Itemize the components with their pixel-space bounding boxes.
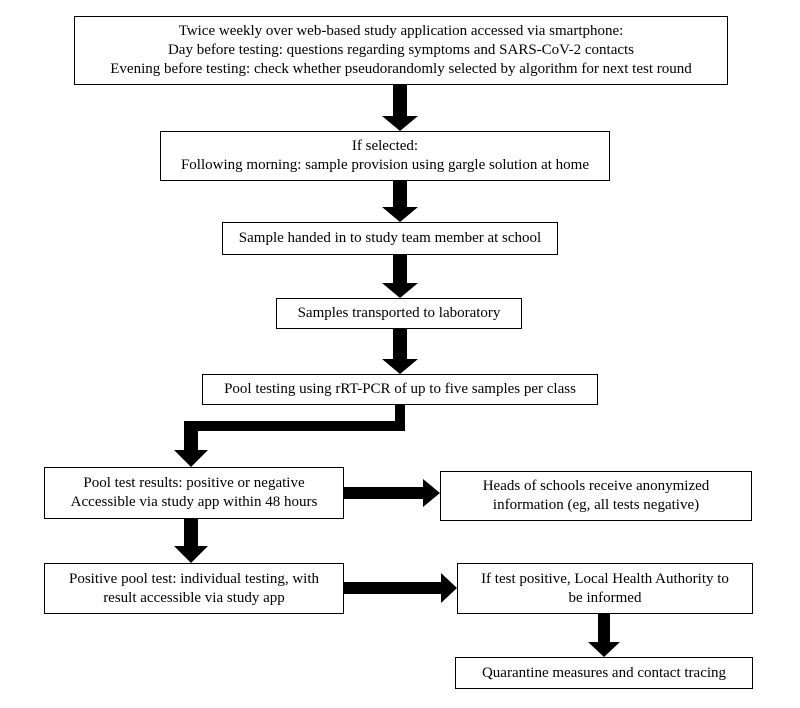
- node-transport: Samples transported to laboratory: [276, 298, 522, 329]
- node-app-line-1: Twice weekly over web-based study applic…: [178, 23, 624, 39]
- node-selected-line-1: If selected:: [351, 138, 419, 154]
- node-health-line-1: If test positive, Local Health Authority…: [481, 570, 729, 587]
- node-health-line-2: be informed: [568, 589, 642, 606]
- node-app: Twice weekly over web-based study applic…: [74, 16, 728, 85]
- node-transport-line-1: Samples transported to laboratory: [297, 305, 501, 321]
- arrow-results-to-heads: [344, 479, 440, 507]
- arrow-positive-to-health: [344, 573, 457, 603]
- node-handed: Sample handed in to study team member at…: [222, 222, 558, 255]
- arrow-results-to-positive: [174, 519, 208, 563]
- node-app-line-3: Evening before testing: check whether ps…: [110, 61, 692, 77]
- arrow-selected-to-handed: [382, 181, 418, 222]
- node-positive: Positive pool test: individual testing, …: [44, 563, 344, 614]
- node-quarantine-line-1: Quarantine measures and contact tracing: [481, 664, 727, 681]
- node-heads-line-2: information (eg, all tests negative): [492, 497, 700, 513]
- node-results-line-2: Accessible via study app within 48 hours: [70, 494, 318, 510]
- node-selected-line-2: Following morning: sample provision usin…: [180, 157, 590, 173]
- node-health: If test positive, Local Health Authority…: [457, 563, 753, 614]
- arrow-handed-to-transport: [382, 255, 418, 298]
- node-heads: Heads of schools receive anonymized info…: [440, 471, 752, 521]
- arrow-transport-to-pool: [382, 329, 418, 374]
- node-quarantine: Quarantine measures and contact tracing: [455, 657, 753, 689]
- node-results-line-1: Pool test results: positive or negative: [83, 475, 305, 491]
- node-heads-line-1: Heads of schools receive anonymized: [482, 478, 710, 494]
- arrow-app-to-selected: [382, 85, 418, 131]
- node-positive-line-1: Positive pool test: individual testing, …: [69, 570, 319, 587]
- node-app-line-2: Day before testing: questions regarding …: [167, 42, 635, 58]
- node-pool-line-1: Pool testing using rRT-PCR of up to five…: [224, 381, 576, 397]
- node-positive-line-2: result accessible via study app: [103, 589, 285, 606]
- node-handed-line-1: Sample handed in to study team member at…: [238, 230, 542, 246]
- arrow-pool-to-results: [174, 405, 405, 467]
- node-results: Pool test results: positive or negative …: [44, 467, 344, 519]
- arrow-health-to-quarantine: [588, 614, 620, 657]
- node-pool: Pool testing using rRT-PCR of up to five…: [202, 374, 598, 405]
- node-selected: If selected: Following morning: sample p…: [160, 131, 610, 181]
